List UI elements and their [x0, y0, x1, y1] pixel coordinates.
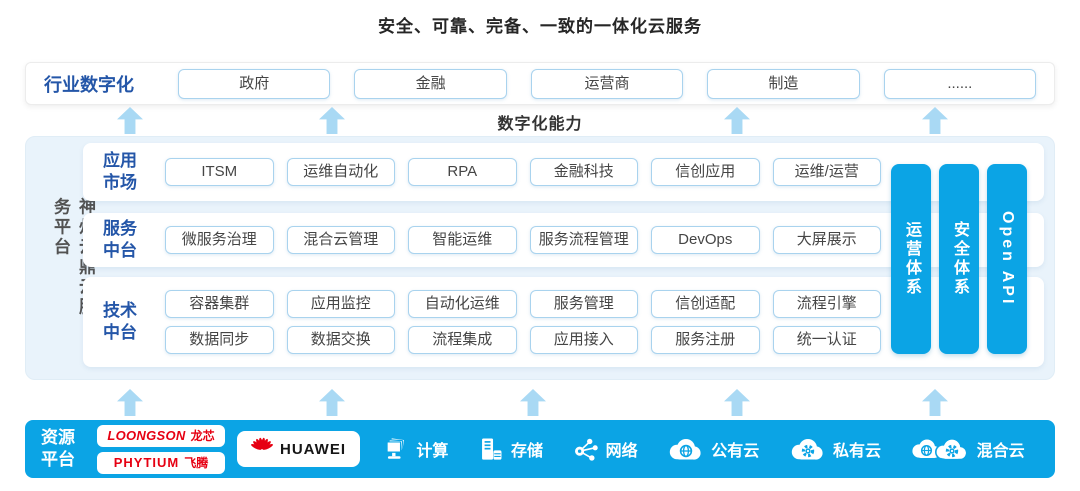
capability-chip: DevOps [651, 226, 760, 254]
capability-chip: 流程集成 [408, 326, 517, 354]
capability-chip: 信创适配 [651, 290, 760, 318]
industry-row-label: 行业数字化 [44, 74, 134, 95]
app-market-row: 应用市场 ITSM 运维自动化 RPA 金融科技信创应用运维/运营 [83, 143, 1044, 201]
up-arrow-icon [117, 389, 143, 416]
capability-chip: 混合云管理 [286, 226, 395, 254]
resource-private-cloud: 私有云 [788, 436, 881, 463]
capability-chip: 应用监控 [286, 290, 395, 318]
capability-chip: 运维自动化 [286, 158, 395, 186]
compute-icon [382, 436, 409, 463]
hybrid-cloud-icon [910, 436, 970, 463]
capability-chip: 信创应用 [651, 158, 760, 186]
digital-capability-label: 数字化能力 [497, 116, 583, 133]
up-arrow-icon [724, 389, 750, 416]
industry-chip: 政府 [178, 68, 331, 99]
resource-network: 网络 [572, 436, 638, 463]
tech-middle-chip-list-1: 容器集群应用监控自动化运维服务管理信创适配流程引擎 [165, 290, 881, 318]
capability-chip: 数据交换 [286, 326, 395, 354]
industry-chip: ...... [883, 68, 1037, 99]
capability-chip: 流程引擎 [772, 290, 881, 318]
capability-arrow-band: 数字化能力 [25, 104, 1055, 136]
capability-chip: 运维/运营 [772, 158, 881, 186]
public-cloud-icon [666, 436, 704, 463]
huawei-flower-icon [251, 436, 273, 463]
resource-compute: 计算 [382, 436, 448, 463]
phytium-logo: PHYTIUM 飞腾 [97, 451, 225, 474]
storage-icon [477, 436, 504, 463]
capability-chip: RPA [408, 158, 517, 186]
industry-row: 行业数字化 政府金融运营商制造...... [25, 62, 1055, 105]
capability-chip: ITSM [165, 158, 274, 186]
industry-chip: 金融 [354, 68, 507, 99]
network-icon [572, 436, 599, 463]
capability-chip: 服务流程管理 [529, 226, 638, 254]
tech-middle-row: 技术中台 容器集群应用监控自动化运维服务管理信创适配流程引擎 数据同步数据交换流… [83, 277, 1044, 367]
service-middle-chip-list: 微服务治理混合云管理智能运维服务流程管理 DevOps 大屏展示 [165, 226, 881, 254]
capability-chip: 智能运维 [408, 226, 517, 254]
app-market-label: 应用市场 [103, 150, 137, 192]
industry-chip: 制造 [707, 68, 860, 99]
capability-chip: 自动化运维 [408, 290, 517, 318]
platform-panel: 神州云鼎云服务平台 应用市场 ITSM运维自动化RPA金融科技信创应用运维/运营… [25, 136, 1055, 380]
capability-chip: 服务注册 [651, 326, 760, 354]
resource-storage: 存储 [477, 436, 543, 463]
huawei-logo: HUAWEI [237, 431, 360, 467]
resource-arrow-band [25, 386, 1055, 418]
tech-middle-chip-list-2: 数据同步数据交换流程集成应用接入服务注册统一认证 [165, 326, 881, 354]
tech-middle-label: 技术中台 [103, 300, 137, 342]
service-middle-label: 服务中台 [103, 218, 137, 260]
capability-chip: 金融科技 [529, 158, 638, 186]
pillar-bar: 安全体系 [939, 164, 979, 354]
resource-hybrid-cloud: 混合云 [910, 436, 1025, 463]
page-title: 安全、可靠、完备、一致的一体化云服务 [378, 17, 702, 36]
private-cloud-icon [788, 436, 826, 463]
capability-chip: 微服务治理 [165, 226, 274, 254]
app-market-chip-list: ITSM 运维自动化 RPA 金融科技信创应用运维/运营 [165, 158, 881, 186]
capability-chip: 服务管理 [529, 290, 638, 318]
loongson-logo: LOONGSON 龙芯 [97, 424, 225, 447]
service-middle-row: 服务中台 微服务治理混合云管理智能运维服务流程管理 DevOps 大屏展示 [83, 213, 1044, 267]
capability-chip: 容器集群 [165, 290, 274, 318]
up-arrow-icon [922, 389, 948, 416]
resource-public-cloud: 公有云 [666, 436, 759, 463]
resource-bar-label: 资源平台 [41, 427, 75, 469]
up-arrow-icon [520, 389, 546, 416]
pillar-bar: 运营体系 [891, 164, 931, 354]
industry-chip-list: 政府金融运营商制造...... [178, 68, 1037, 99]
resource-bar: 资源平台 LOONGSON 龙芯 PHYTIUM 飞腾 [25, 420, 1055, 478]
capability-chip: 统一认证 [772, 326, 881, 354]
capability-chip: 大屏展示 [772, 226, 881, 254]
up-arrow-icon [319, 389, 345, 416]
pillar-bar: Open API [987, 164, 1027, 354]
capability-chip: 应用接入 [529, 326, 638, 354]
industry-chip: 运营商 [530, 68, 684, 99]
capability-chip: 数据同步 [165, 326, 274, 354]
